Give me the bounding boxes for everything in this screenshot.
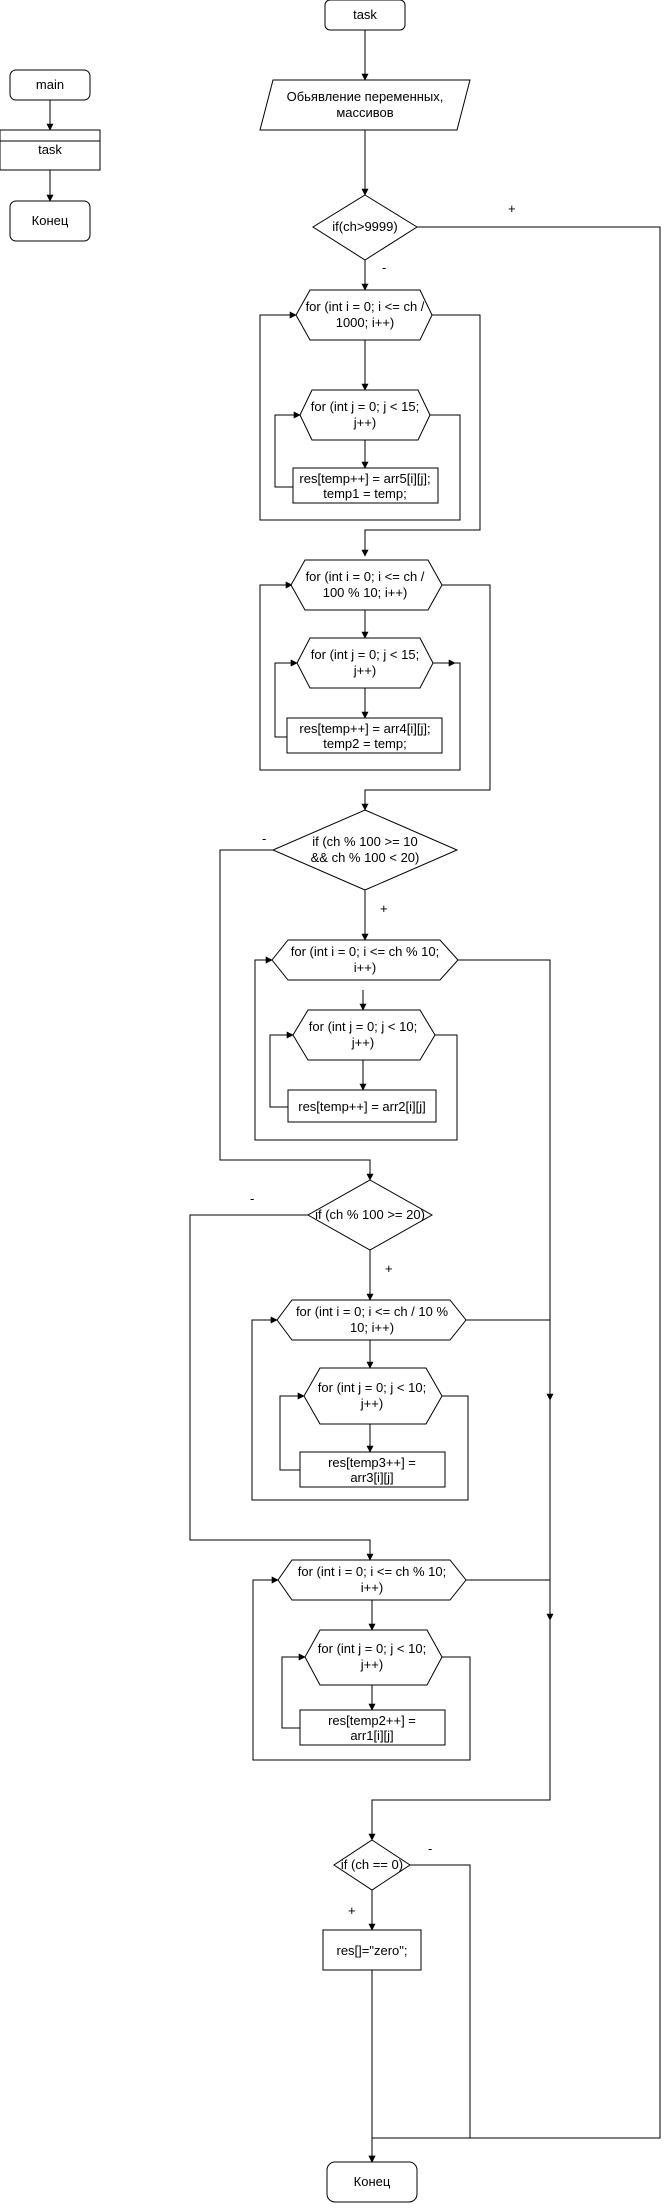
for-inner-3-line-2: j++) (351, 1035, 374, 1050)
for-outer-1-node: for (int i = 0; i <= ch / 1000; i++) (295, 289, 433, 341)
edge-loop2-exit (361, 584, 491, 811)
edge-loop5-body-back-inner (281, 1653, 306, 1729)
if-zero-yes-label: + (348, 1903, 356, 1918)
body-4-line-2: arr3[i][j] (350, 1470, 393, 1485)
body-5-node: res[temp2++] = arr1[i][j] (299, 1709, 446, 1746)
if-zero-node: if (ch == 0) (333, 1839, 411, 1891)
edge-ifzero-no (410, 1864, 471, 2138)
for-inner-5-line-1: for (int j = 0; j < 10; (318, 1641, 426, 1656)
declare-line-1: Обьявление переменных, (287, 89, 444, 104)
if-9999-node: if(ch>9999) (312, 194, 418, 261)
if-10-20-line-2: && ch % 100 < 20) (311, 850, 420, 865)
body-4-line-1: res[temp3++] = (328, 1455, 416, 1470)
task-start-node: task (324, 0, 406, 31)
task-start-label: task (353, 7, 377, 22)
edges (46, 30, 661, 2163)
left-end-node: Конец (9, 200, 91, 242)
if-zero-label: if (ch == 0) (341, 1857, 403, 1872)
declare-line-2: массивов (336, 105, 393, 120)
left-end-label: Конец (32, 213, 69, 228)
edge-loop1-exit (361, 314, 481, 557)
for-inner-2-line-2: j++) (353, 663, 376, 678)
for-outer-4-node: for (int i = 0; i <= ch / 10 % 10; i++) (276, 1299, 467, 1341)
edge-loop3-body-back-inner (269, 1031, 294, 1108)
if-20-node: if (ch % 100 >= 20) (306, 1179, 434, 1251)
if-9999-no-label: - (382, 260, 386, 275)
edge-loop1-body-back-inner (274, 411, 301, 488)
for-inner-5-line-2: j++) (360, 1657, 383, 1672)
end-node: Конец (326, 2161, 418, 2203)
left-main-node: main (9, 69, 91, 101)
if-10-20-line-1: if (ch % 100 >= 10 (312, 834, 418, 849)
edge-loop3-inner-exit (254, 956, 458, 1141)
for-inner-5-node: for (int j = 0; j < 10; j++) (304, 1629, 443, 1686)
if-10-20-node: if (ch % 100 >= 10 && ch % 100 < 20) (271, 809, 459, 891)
edge-merge-ifzero (368, 1400, 551, 1841)
zero-assign-node: res[]="zero"; (322, 1929, 422, 1971)
body-1-node: res[temp++] = arr5[i][j]; temp1 = temp; (292, 467, 439, 504)
edge-loop2-body-back-inner (274, 659, 298, 738)
for-inner-2-node: for (int j = 0; j < 15; j++) (296, 637, 434, 689)
edge-loop5-inner-exit (252, 1576, 471, 1761)
body-4-node: res[temp3++] = arr3[i][j] (299, 1451, 446, 1488)
for-inner-2-line-1: for (int j = 0; j < 15; (311, 647, 419, 662)
for-outer-5-line-2: i++) (361, 1580, 383, 1595)
if-9999-yes-label: + (508, 201, 516, 216)
for-inner-1-line-1: for (int j = 0; j < 15; (311, 399, 419, 414)
edge-loop4-body-back-inner (279, 1392, 305, 1471)
body-2-node: res[temp++] = arr4[i][j]; temp2 = temp; (286, 717, 443, 754)
body-5-line-1: res[temp2++] = (328, 1713, 416, 1728)
edge-loop5-exit (466, 1579, 554, 1621)
body-3-line-1: res[temp++] = arr2[i][j] (298, 1099, 426, 1114)
declare-node: Обьявление переменных, массивов (259, 79, 471, 131)
for-outer-1-line-2: 1000; i++) (336, 315, 395, 330)
for-outer-3-node: for (int i = 0; i <= ch % 10; i++) (271, 939, 459, 981)
for-outer-2-line-1: for (int i = 0; i <= ch / (306, 569, 425, 584)
body-2-line-2: temp2 = temp; (323, 736, 406, 751)
end-label: Конец (354, 2174, 391, 2189)
for-outer-4-line-2: 10; i++) (350, 1320, 394, 1335)
edge-loop4-inner-exit (251, 1316, 469, 1501)
if-20-no-label: - (250, 1191, 254, 1206)
for-outer-3-line-2: i++) (354, 960, 376, 975)
edge-labels: + - - + - + - + (250, 201, 516, 1918)
edge-if1020-no (219, 849, 374, 1181)
left-main-label: main (36, 77, 64, 92)
edge-if9999-yes (368, 226, 661, 2163)
body-3-node: res[temp++] = arr2[i][j] (287, 1089, 437, 1123)
if-10-20-no-label: - (262, 831, 266, 846)
body-2-line-1: res[temp++] = arr4[i][j]; (299, 721, 430, 736)
edge-loop3-exit (458, 959, 554, 1401)
body-1-line-1: res[temp++] = arr5[i][j]; (299, 471, 430, 486)
zero-assign-label: res[]="zero"; (336, 1943, 407, 1958)
for-inner-4-line-1: for (int j = 0; j < 10; (318, 1380, 426, 1395)
if-20-yes-label: + (385, 1261, 393, 1276)
for-inner-3-node: for (int j = 0; j < 10; j++) (292, 1009, 436, 1061)
edge-loop1-inner-exit (259, 311, 461, 521)
for-outer-2-line-2: 100 % 10; i++) (323, 585, 408, 600)
for-inner-4-line-2: j++) (360, 1396, 383, 1411)
body-5-line-2: arr1[i][j] (350, 1728, 393, 1743)
for-outer-4-line-1: for (int i = 0; i <= ch / 10 % (296, 1304, 449, 1319)
body-1-line-2: temp1 = temp; (323, 486, 406, 501)
for-inner-1-node: for (int j = 0; j < 15; j++) (299, 389, 431, 441)
for-inner-4-node: for (int j = 0; j < 10; j++) (303, 1367, 443, 1425)
for-outer-5-line-1: for (int i = 0; i <= ch % 10; (298, 1564, 447, 1579)
if-9999-label: if(ch>9999) (332, 219, 397, 234)
for-outer-3-line-1: for (int i = 0; i <= ch % 10; (291, 944, 440, 959)
if-20-label: if (ch % 100 >= 20) (315, 1207, 425, 1222)
if-10-20-yes-label: + (380, 901, 388, 916)
left-task-node: task (0, 129, 101, 171)
for-outer-5-node: for (int i = 0; i <= ch % 10; i++) (277, 1559, 467, 1601)
for-inner-3-line-1: for (int j = 0; j < 10; (309, 1019, 417, 1034)
edge-if20-no (189, 1214, 374, 1561)
if-zero-no-label: - (428, 1841, 432, 1856)
for-outer-2-node: for (int i = 0; i <= ch / 100 % 10; i++) (290, 559, 443, 611)
for-inner-1-line-2: j++) (353, 415, 376, 430)
for-outer-1-line-1: for (int i = 0; i <= ch / (306, 299, 425, 314)
left-task-label: task (38, 142, 62, 157)
